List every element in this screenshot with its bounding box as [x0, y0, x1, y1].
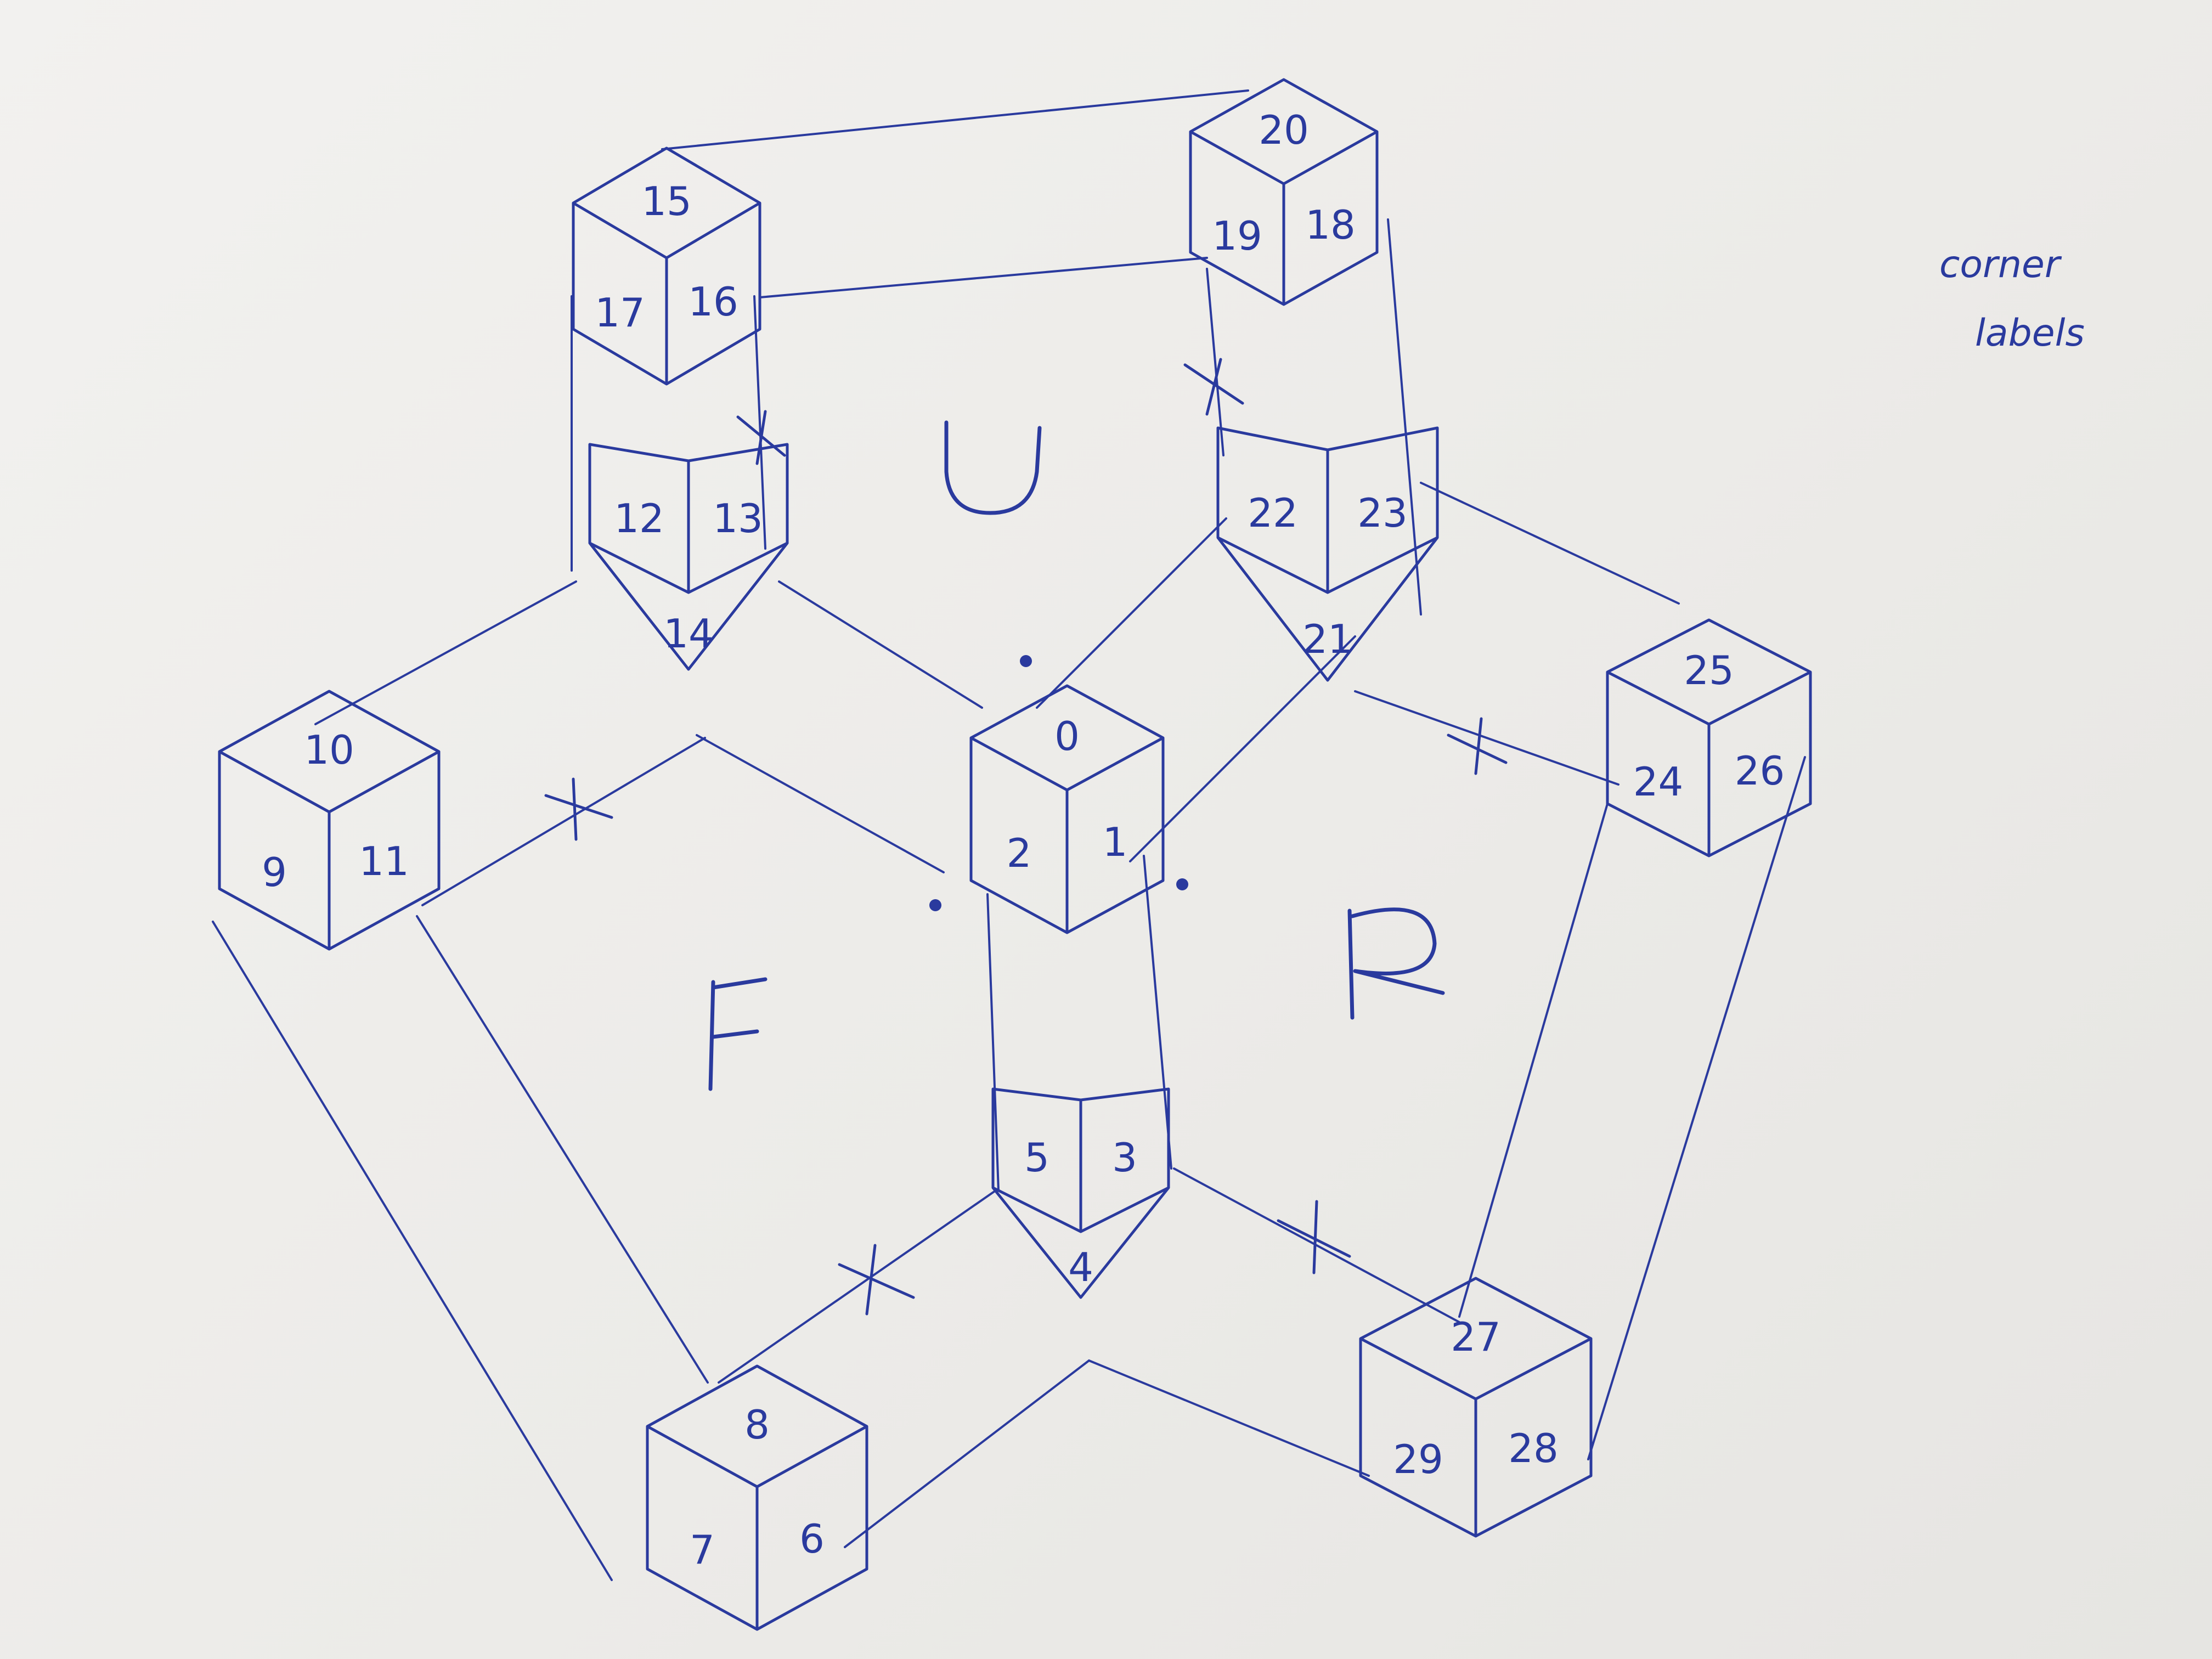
cube-up-back-left: 15 17 16	[572, 146, 761, 386]
corner-label-left: 2	[1007, 830, 1032, 876]
face-label-u: U	[993, 526, 994, 527]
corner-label-right: 23	[1357, 490, 1408, 536]
corner-label-top: 27	[1451, 1314, 1501, 1360]
note-line-2: labels	[1975, 312, 2085, 355]
corner-label-top: 0	[1054, 713, 1080, 759]
corner-label-left: 17	[595, 290, 645, 336]
corner-label-right: 26	[1735, 748, 1785, 794]
wireframe-edges	[212, 89, 1806, 1581]
corner-label-left: 19	[1212, 213, 1262, 259]
cube-outline	[572, 146, 761, 386]
corner-label-top: 14	[663, 611, 714, 657]
corner-label-left: 7	[690, 1527, 715, 1573]
corner-label-top: 4	[1068, 1244, 1093, 1290]
cube-outline	[218, 690, 441, 951]
cube-outline	[991, 1087, 1170, 1299]
face-letters	[708, 420, 1445, 1091]
cube-front-left: 10 9 11	[218, 690, 441, 951]
cube-outline	[1606, 618, 1812, 857]
cube-bottom: 4 5 3	[991, 1087, 1170, 1299]
corner-label-top: 15	[641, 178, 692, 224]
corner-label-left: 9	[262, 849, 287, 895]
edge-tick-marks	[544, 358, 1508, 1316]
cube-right-bottom: 27 29 28	[1359, 1277, 1593, 1538]
note-line-1: corner	[1939, 243, 2062, 286]
corner-label-right: 6	[799, 1516, 825, 1562]
face-label-r: R	[1396, 1025, 1397, 1026]
face-letter-r	[1347, 907, 1445, 1020]
corner-label-top: 10	[304, 727, 354, 773]
corner-label-right: 1	[1103, 819, 1128, 865]
cube-center: 0 2 1	[969, 684, 1165, 934]
corner-label-top: 21	[1302, 616, 1353, 662]
corner-label-right: 13	[713, 495, 763, 541]
corner-label-left: 22	[1248, 490, 1298, 536]
cube-outline	[1216, 426, 1439, 682]
corner-label-right: 11	[359, 838, 409, 884]
face-letter-u	[944, 420, 1042, 515]
cube-up-right: 21 22 23	[1216, 426, 1439, 682]
face-letter-f	[708, 977, 768, 1091]
corner-label-left: 29	[1393, 1436, 1443, 1482]
cube-outline	[1359, 1277, 1593, 1538]
cube-front-bottom: 8 7 6	[646, 1364, 868, 1631]
corner-label-left: 24	[1633, 759, 1684, 805]
center-dots	[929, 655, 1188, 911]
corner-label-left: 5	[1024, 1135, 1049, 1181]
corner-label-right: 16	[688, 279, 738, 325]
corner-label-top: 25	[1684, 647, 1734, 693]
cube-outline	[588, 443, 789, 671]
corner-label-left: 12	[614, 495, 664, 541]
cube-up-back-right: 20 19 18	[1189, 78, 1379, 306]
corner-label-top: 8	[744, 1402, 770, 1448]
corner-label-top: 20	[1259, 107, 1309, 153]
cube-outline	[969, 684, 1165, 934]
cube-front-top: 14 12 13	[588, 443, 789, 671]
corner-label-right: 18	[1305, 202, 1356, 248]
cube-right-top: 25 24 26	[1606, 618, 1812, 857]
corner-label-right: 3	[1112, 1135, 1137, 1181]
cube-outline	[1189, 78, 1379, 306]
corner-label-right: 28	[1508, 1425, 1559, 1471]
cube-outline	[646, 1364, 868, 1631]
